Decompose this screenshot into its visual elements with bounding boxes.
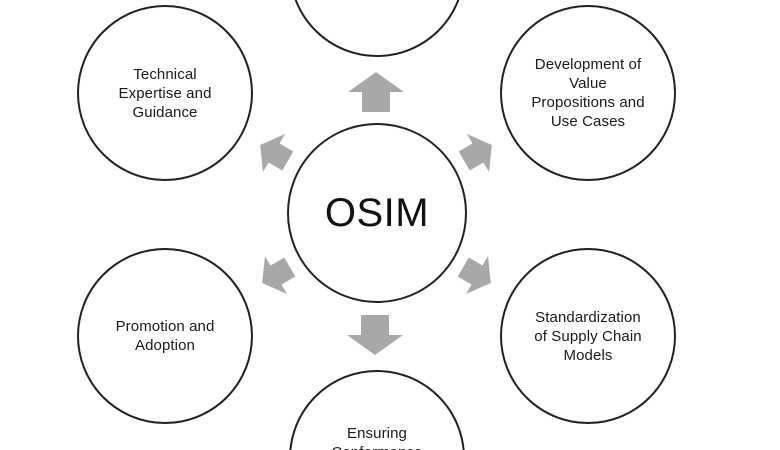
node-circle-technical-expertise: Technical Expertise and Guidance — [77, 5, 253, 181]
node-label-promotion-adoption: Promotion and Adoption — [115, 318, 215, 354]
node-label-standardization: Standardization of Supply Chain Models — [534, 308, 642, 364]
arrow-up-right-shape — [458, 133, 492, 173]
arrow-down-left-icon — [262, 255, 296, 295]
arrow-down-right-icon — [457, 255, 491, 295]
node-label-ensuring-conformance: Ensuring Conformance — [331, 425, 422, 450]
arrow-up-left-shape — [260, 133, 294, 173]
arrow-up-left-icon — [260, 133, 294, 173]
node-circle-top — [289, 0, 465, 57]
node-label-technical-expertise: Technical Expertise and Guidance — [118, 65, 212, 121]
arrow-down-right-shape — [457, 255, 491, 295]
node-circle-ensuring-conformance: Ensuring Conformance — [289, 370, 465, 450]
arrow-down-left-shape — [262, 255, 296, 295]
node-circle-standardization: Standardization of Supply Chain Models — [500, 248, 676, 424]
arrow-up-shape — [348, 72, 404, 112]
node-circle-promotion-adoption: Promotion and Adoption — [77, 248, 253, 424]
arrow-down-icon — [347, 315, 403, 355]
arrow-up-right-icon — [458, 133, 492, 173]
node-circle-value-propositions: Development of Value Propositions and Us… — [500, 5, 676, 181]
arrow-down-shape — [347, 315, 403, 355]
center-label-osim: OSIM — [324, 191, 430, 235]
node-label-value-propositions: Development of Value Propositions and Us… — [531, 56, 645, 130]
arrow-up-icon — [348, 72, 404, 112]
node-circle-osim-center: OSIM — [287, 123, 467, 303]
